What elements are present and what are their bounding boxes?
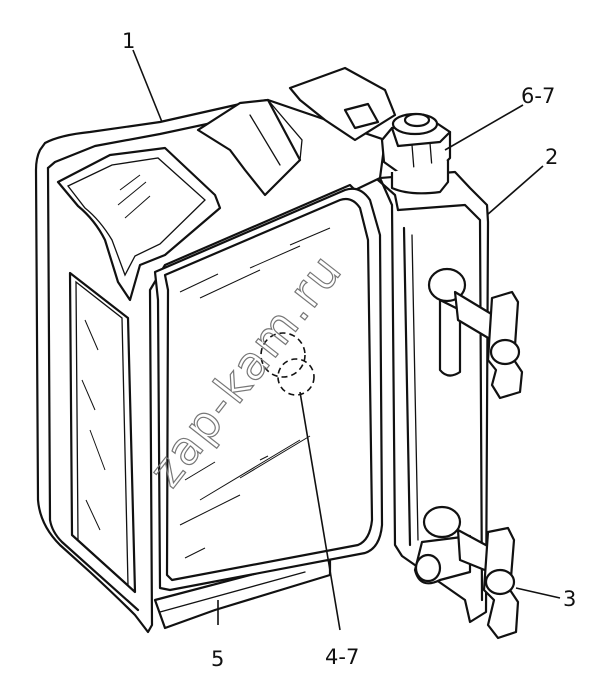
leader-1	[132, 49, 163, 123]
callout-6-7: 6-7	[521, 84, 555, 108]
lower-valve-part-3	[413, 505, 520, 640]
filler-nut-part-6-7	[380, 112, 452, 195]
leader-3	[515, 587, 561, 599]
upper-valve	[427, 267, 524, 400]
callout-2: 2	[545, 145, 558, 169]
leader-4-7	[299, 391, 341, 631]
leader-lines	[132, 49, 561, 631]
callout-3: 3	[563, 587, 576, 611]
callout-4-7: 4-7	[325, 645, 359, 669]
tank-front-face	[153, 187, 384, 592]
leader-2	[486, 165, 544, 216]
callout-1: 1	[122, 29, 135, 53]
hidden-plug-circle	[260, 332, 306, 378]
leader-6-7	[444, 104, 524, 151]
tank-body-part-1	[34, 98, 387, 634]
hidden-plug-circle-2	[277, 358, 315, 396]
callout-5: 5	[211, 647, 224, 671]
